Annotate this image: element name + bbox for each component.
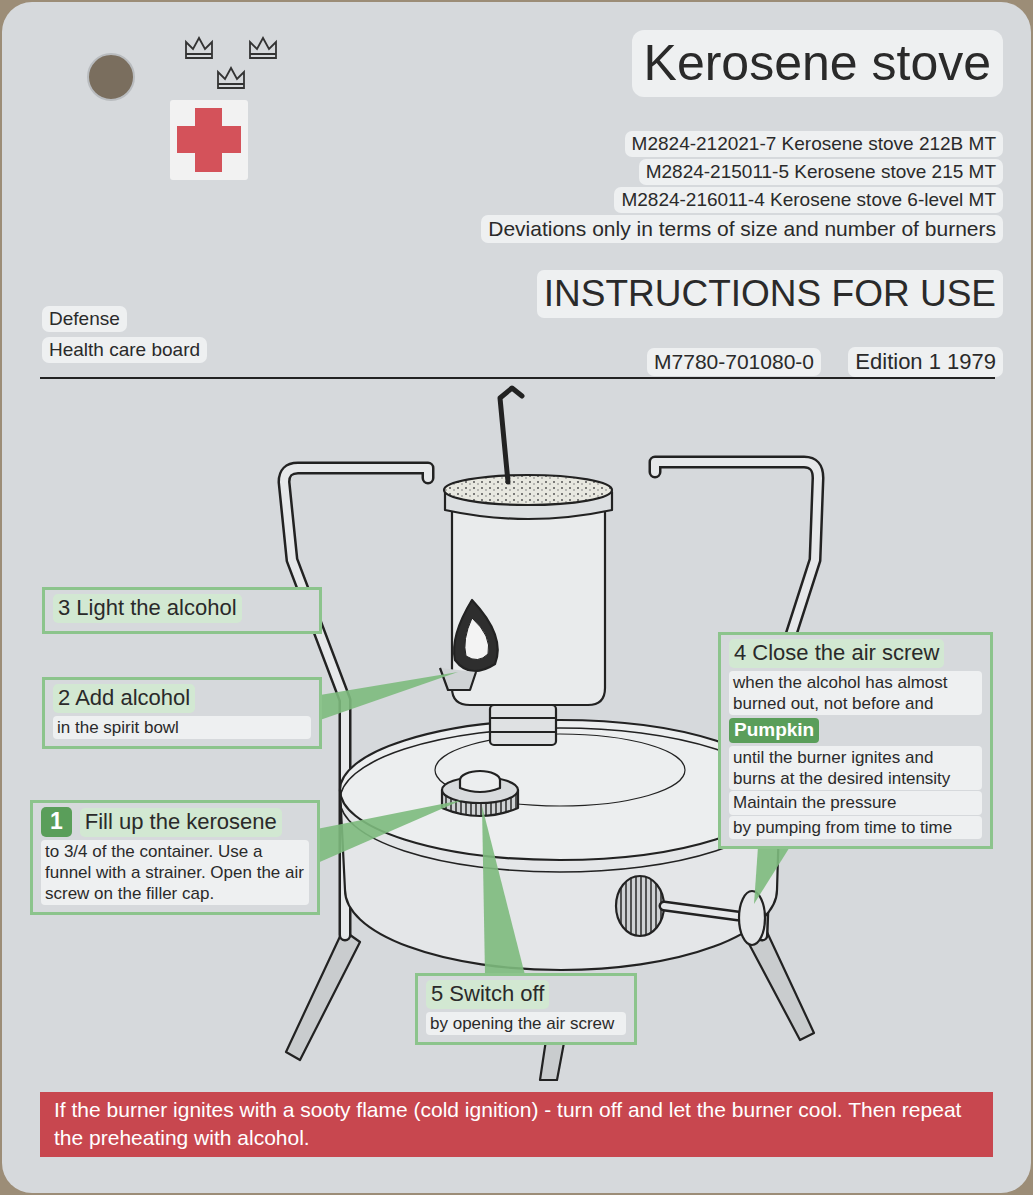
card-label: M7780-701080-0 — [647, 348, 821, 376]
callout-box: 4 Close the air screw when the alcohol ha… — [718, 632, 993, 849]
step-heading: 2 Add alcohol — [53, 684, 195, 713]
card-label: INSTRUCTIONS FOR USE — [537, 270, 1003, 318]
three-crowns — [186, 38, 276, 88]
callout-box: 2 Add alcohol in the spirit bowl — [42, 677, 322, 749]
step-heading: 3 Light the alcohol — [53, 594, 242, 623]
step-heading: 5 Switch off — [426, 980, 549, 1009]
card-title: Kerosene stove — [632, 30, 1003, 97]
step-text: to 3/4 of the container. Use a funnel wi… — [41, 840, 309, 906]
step-text: Pumpkin — [729, 718, 819, 743]
leader-wedge — [318, 800, 462, 863]
card-label: Deviations only in terms of size and num… — [481, 215, 1003, 243]
card-label: Defense — [42, 306, 127, 332]
step-text: in the spirit bowl — [53, 716, 311, 739]
step-text: until the burner ignites and burns at th… — [729, 746, 982, 791]
step-heading: 4 Close the air screw — [729, 639, 944, 668]
card-label: Edition 1 1979 — [848, 347, 1003, 377]
card-label: M2824-212021-7 Kerosene stove 212B MT — [625, 131, 1003, 157]
hanging-hole — [88, 54, 134, 100]
red-cross — [170, 100, 248, 180]
step-text: Maintain the pressure — [729, 791, 982, 814]
card-label: M2824-215011-5 Kerosene stove 215 MT — [639, 159, 1003, 185]
step-text: by opening the air screw — [426, 1012, 626, 1035]
step-text: If the burner ignites with a sooty flame… — [54, 1096, 979, 1153]
callout-box: 3 Light the alcohol — [42, 587, 322, 634]
leader-wedge — [754, 847, 790, 904]
callout-box: 5 Switch off by opening the air screw — [415, 973, 637, 1045]
rule-line — [40, 377, 995, 379]
leader-wedge — [482, 806, 525, 975]
step-text: when the alcohol has almost burned out, … — [729, 671, 982, 716]
step-heading: Fill up the kerosene — [80, 808, 282, 837]
step-text: by pumping from time to time — [729, 816, 982, 839]
warning-band: If the burner ignites with a sooty flame… — [40, 1092, 993, 1157]
leader-wedge — [320, 672, 458, 720]
card-label: Health care board — [42, 337, 207, 363]
callout-box: 1 Fill up the kerosene to 3/4 of the conta… — [30, 800, 320, 915]
step-number: 1 — [41, 807, 72, 837]
card-label: M2824-216011-4 Kerosene stove 6-level MT — [614, 187, 1003, 213]
